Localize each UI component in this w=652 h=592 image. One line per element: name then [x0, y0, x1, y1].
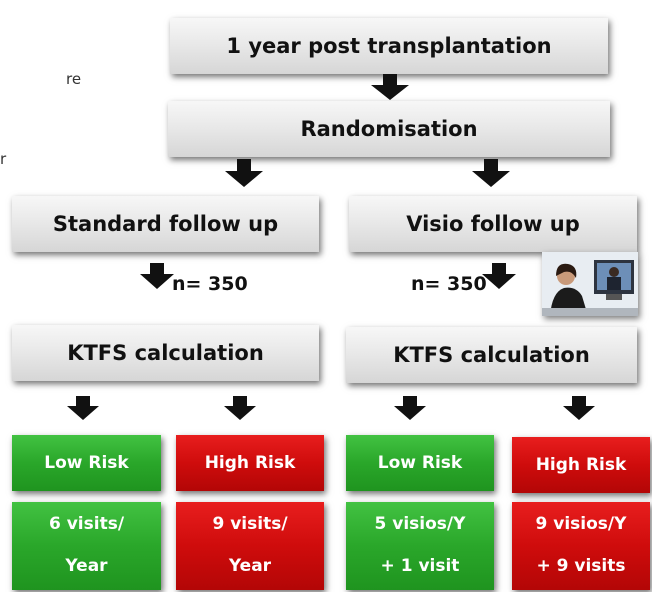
left-low-risk-label: Low Risk	[44, 453, 129, 473]
left-ktfs-box: KTFS calculation	[12, 325, 319, 381]
post-transplant-label: 1 year post transplantation	[226, 34, 552, 58]
left-low-visits-line2: Year	[65, 556, 108, 576]
left-n-label: n= 350	[172, 273, 248, 295]
randomisation-label: Randomisation	[300, 117, 478, 141]
left-low-visits-line1: 6 visits/	[48, 514, 125, 534]
right-low-risk-label: Low Risk	[377, 453, 463, 473]
video-call-photo-icon	[542, 252, 638, 316]
right-low-visits-line1: 5 visios/Y	[374, 514, 466, 534]
right-high-visits-box: 9 visios/Y + 9 visits	[512, 502, 650, 590]
standard-follow-up-box: Standard follow up	[12, 196, 319, 252]
left-high-visits-box: 9 visits/ Year	[176, 502, 324, 590]
post-transplant-box: 1 year post transplantation	[170, 18, 608, 74]
visio-follow-up-label: Visio follow up	[406, 212, 580, 236]
down-arrow-icon	[563, 396, 595, 420]
left-low-visits-box: 6 visits/ Year	[12, 502, 161, 590]
right-ktfs-box: KTFS calculation	[346, 327, 637, 383]
right-n-label: n= 350	[411, 273, 487, 295]
cropped-text-1: re	[66, 70, 82, 88]
down-arrow-icon	[225, 159, 263, 187]
right-high-visits-line2: + 9 visits	[536, 556, 626, 576]
left-high-risk-box: High Risk	[176, 435, 324, 491]
down-arrow-icon	[482, 263, 516, 289]
left-low-risk-box: Low Risk	[12, 435, 161, 491]
right-low-visits-line2: + 1 visit	[380, 556, 460, 576]
left-high-visits-line1: 9 visits/	[212, 514, 288, 534]
right-low-risk-box: Low Risk	[346, 435, 494, 491]
visio-follow-up-box: Visio follow up	[349, 196, 637, 252]
left-ktfs-label: KTFS calculation	[67, 341, 264, 365]
right-high-risk-label: High Risk	[535, 455, 627, 475]
down-arrow-icon	[67, 396, 99, 420]
down-arrow-icon	[140, 263, 174, 289]
down-arrow-icon	[371, 74, 409, 100]
right-low-visits-box: 5 visios/Y + 1 visit	[346, 502, 494, 590]
right-high-visits-line1: 9 visios/Y	[535, 514, 627, 534]
left-high-visits-line2: Year	[228, 556, 272, 576]
down-arrow-icon	[394, 396, 426, 420]
down-arrow-icon	[224, 396, 256, 420]
standard-follow-up-label: Standard follow up	[52, 212, 279, 236]
cropped-text-2: r	[0, 150, 7, 168]
randomisation-box: Randomisation	[168, 101, 610, 157]
right-high-risk-box: High Risk	[512, 437, 650, 493]
left-high-risk-label: High Risk	[204, 453, 296, 473]
right-ktfs-label: KTFS calculation	[393, 343, 590, 367]
down-arrow-icon	[472, 159, 510, 187]
